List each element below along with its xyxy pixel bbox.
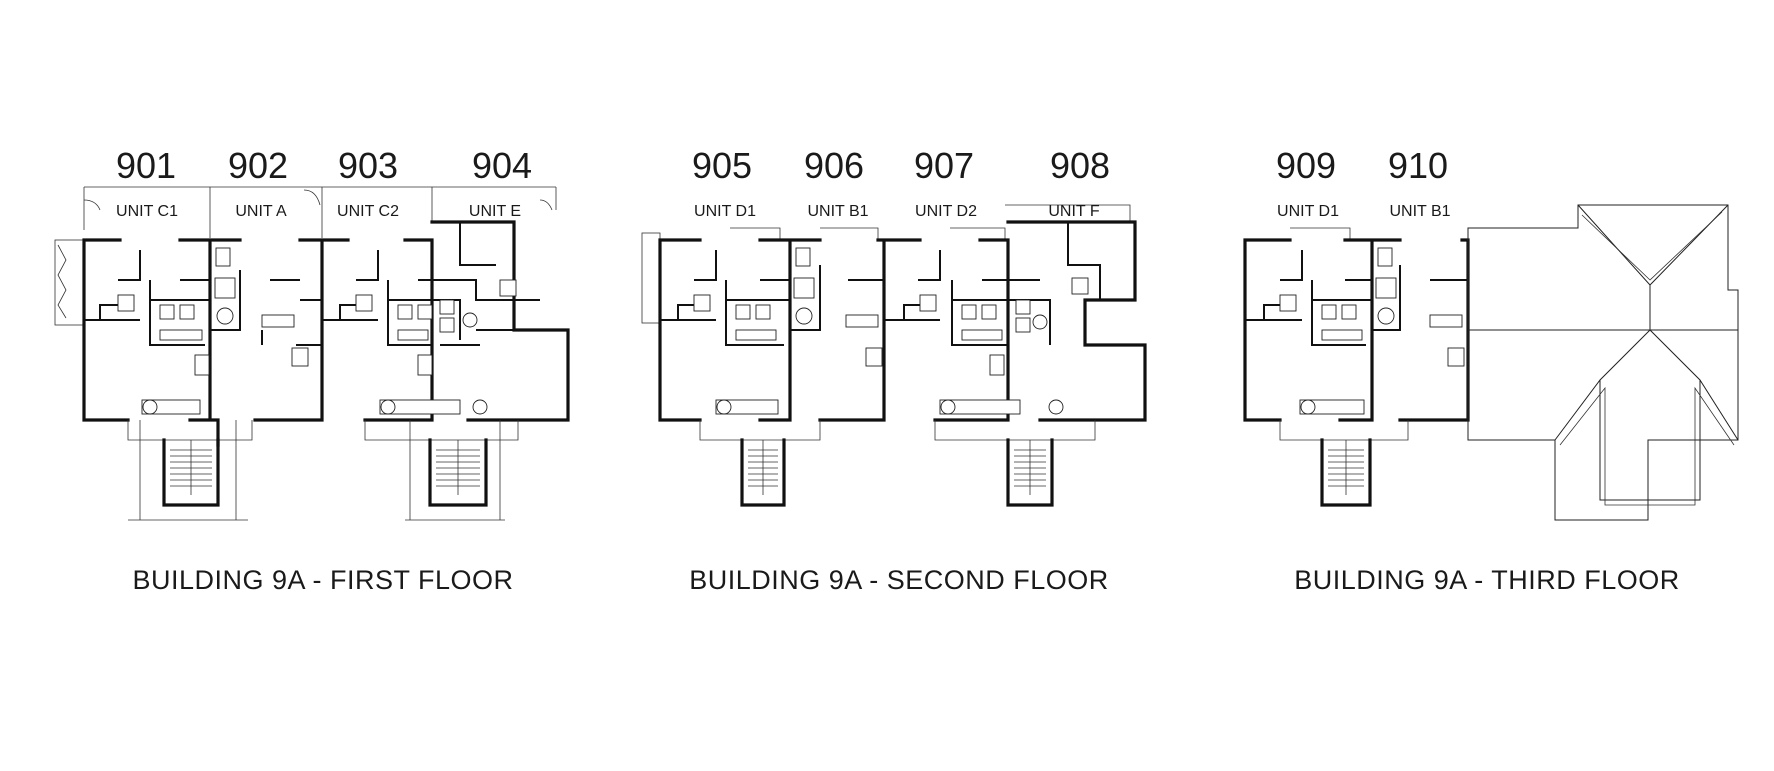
unit-labels: 901 902 903 904 UNIT C1 UNIT A UNIT C2 U… [116,145,1451,220]
unit-number-908: 908 [1050,145,1110,186]
unit-type-906: UNIT B1 [807,203,868,220]
unit-type-905: UNIT D1 [694,203,756,220]
unit-number-903: 903 [338,145,398,186]
unit-type-910: UNIT B1 [1389,203,1450,220]
third-floor-plan [1243,204,1739,521]
floor-titles: BUILDING 9A - FIRST FLOOR BUILDING 9A - … [132,565,1679,595]
unit-number-904: 904 [472,145,532,186]
unit-type-904: UNIT E [469,203,521,220]
floor-title-first: BUILDING 9A - FIRST FLOOR [132,565,513,595]
second-floor-plan [641,204,1147,507]
unit-number-901: 901 [116,145,176,186]
unit-number-906: 906 [804,145,864,186]
floor-title-second: BUILDING 9A - SECOND FLOOR [689,565,1109,595]
unit-number-910: 910 [1388,145,1448,186]
floor-title-third: BUILDING 9A - THIRD FLOOR [1294,565,1680,595]
unit-type-903: UNIT C2 [337,203,399,220]
unit-type-902: UNIT A [235,203,287,220]
unit-number-909: 909 [1276,145,1336,186]
unit-number-905: 905 [692,145,752,186]
unit-number-902: 902 [228,145,288,186]
unit-type-909: UNIT D1 [1277,203,1339,220]
unit-type-901: UNIT C1 [116,203,178,220]
unit-type-908: UNIT F [1048,203,1099,220]
unit-number-907: 907 [914,145,974,186]
unit-type-907: UNIT D2 [915,203,977,220]
first-floor-plan [54,186,570,521]
